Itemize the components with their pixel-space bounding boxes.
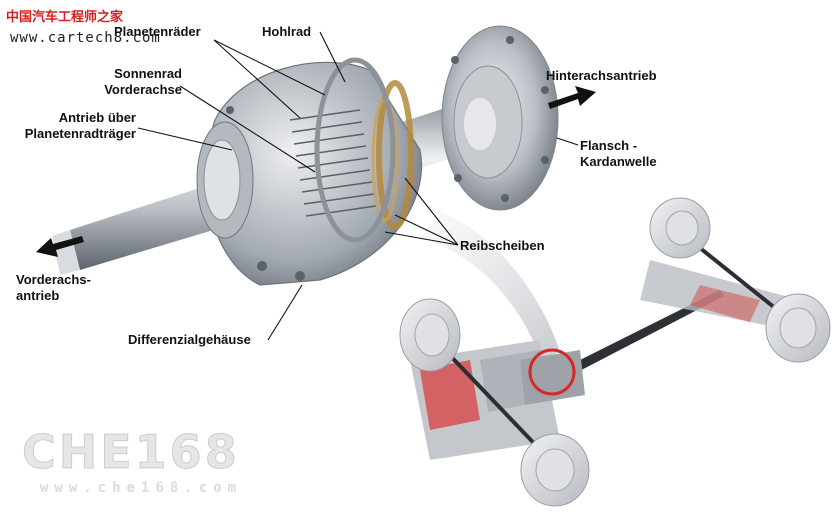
label-vorderachsantrieb: Vorderachs- antrieb [16,272,91,304]
watermark-logo-url: www.che168.com [40,480,243,496]
label-reibscheiben: Reibscheiben [460,238,545,253]
label-flansch-line1: Flansch - [580,138,638,153]
label-hinterachsantrieb: Hinterachsantrieb [546,68,657,83]
label-antrieb-line2: Planetenradträger [24,126,136,141]
watermark-site-cn: 中国汽车工程师之家 [6,10,124,25]
rear-flange [441,25,559,211]
wheel-front-left [399,298,461,372]
magnifier-cone [420,212,560,358]
label-flansch: Flansch - Kardanwelle [580,138,657,170]
label-hohlrad: Hohlrad [262,24,312,39]
label-vorderachs-line1: Vorderachs- [16,272,91,287]
arrow-front [36,236,84,257]
center-differential-highlight [528,348,576,396]
label-sonnenrad-line2: Vorderachse [104,82,182,97]
label-planetenraeder: Planetenräder [114,24,201,39]
differential-housing [196,57,422,286]
label-antrieb: Antrieb über Planetenradträger [10,110,136,142]
friction-disc-outer [376,80,414,230]
label-sonnenrad: Sonnenrad Vorderachse [100,66,182,98]
planet-gear-teeth [289,109,377,217]
ring-gear [314,57,396,243]
label-differenzialgehaeuse: Differenzialgehäuse [128,332,251,347]
wheel-rear-left [649,197,711,259]
wheel-front-right [520,433,590,507]
label-flansch-line2: Kardanwelle [580,154,657,169]
label-vorderachs-line2: antrieb [16,288,60,303]
watermark-site-url: www.cartech8.com [10,30,161,46]
label-antrieb-line1: Antrieb über [58,110,136,125]
wheel-rear-right [765,293,831,363]
watermark-logo: CHE168 [22,425,240,480]
arrow-rear [548,86,596,109]
vehicle-chassis [399,197,831,507]
leader-lines [137,31,579,341]
label-sonnenrad-line1: Sonnenrad [114,66,182,81]
